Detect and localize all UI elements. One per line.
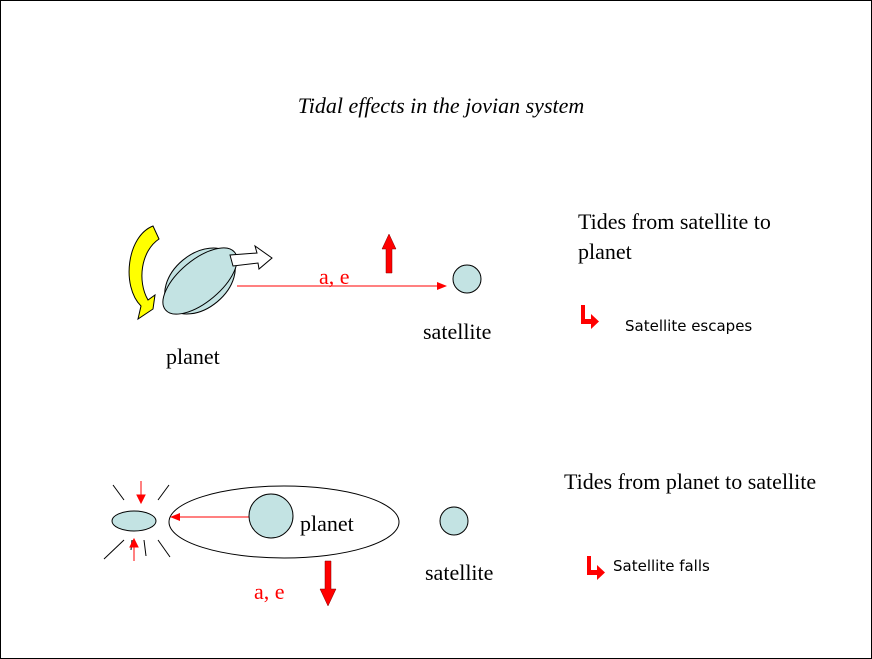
result-bottom: Satellite falls — [613, 557, 710, 575]
tides-note-top: Tides from satellite to planet — [578, 207, 771, 267]
spin-direction-arrow-icon — [229, 244, 273, 270]
satellite-bottom — [439, 506, 469, 536]
rotation-arrow-icon — [128, 225, 160, 321]
planet-bottom — [248, 493, 294, 539]
planet-label-bottom: planet — [300, 511, 354, 536]
slide-title: Tidal effects in the jovian system — [297, 93, 585, 118]
red-down-arrow-icon — [319, 560, 337, 607]
result-bullet-arrow-icon — [581, 305, 599, 329]
planet-label-top: planet — [166, 344, 220, 369]
result-bullet-arrow-icon — [587, 556, 605, 580]
orbit-params-label-bottom: a, e — [254, 579, 285, 604]
satellite-label-bottom: satellite — [425, 560, 494, 585]
tides-note-top-line2: planet — [578, 239, 632, 264]
planet-top — [162, 247, 238, 315]
tides-note-bottom: Tides from planet to satellite — [564, 469, 817, 494]
tidal-burst-lines — [103, 484, 171, 560]
red-up-arrow-icon — [381, 233, 397, 274]
orbit-ellipse — [168, 485, 400, 559]
deformed-satellite — [111, 510, 157, 532]
result-top: Satellite escapes — [625, 317, 753, 335]
tidal-compression-arrows — [129, 481, 146, 561]
satellite-label-top: satellite — [423, 319, 492, 344]
tides-note-top-line1: Tides from satellite to — [578, 209, 771, 234]
orbit-params-label-top: a, e — [319, 264, 350, 289]
satellite-top — [452, 264, 482, 294]
